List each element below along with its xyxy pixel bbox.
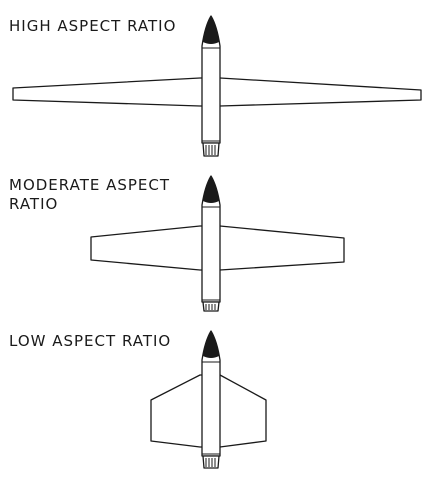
label-low-aspect-ratio: LOW ASPECT RATIO [9,332,171,350]
aircraft-moderate-aspect-ratio [90,175,345,312]
aircraft-high-aspect-ratio [12,15,422,157]
aircraft-low-aspect-ratio [150,330,267,469]
fuselage-low [201,330,221,469]
label-high-aspect-ratio: HIGH ASPECT RATIO [9,17,176,35]
fuselage-high [201,15,221,157]
fuselage-moderate [201,175,221,312]
label-moderate-aspect-ratio-line2: RATIO [9,195,58,213]
label-moderate-aspect-ratio-line1: MODERATE ASPECT [9,176,170,194]
